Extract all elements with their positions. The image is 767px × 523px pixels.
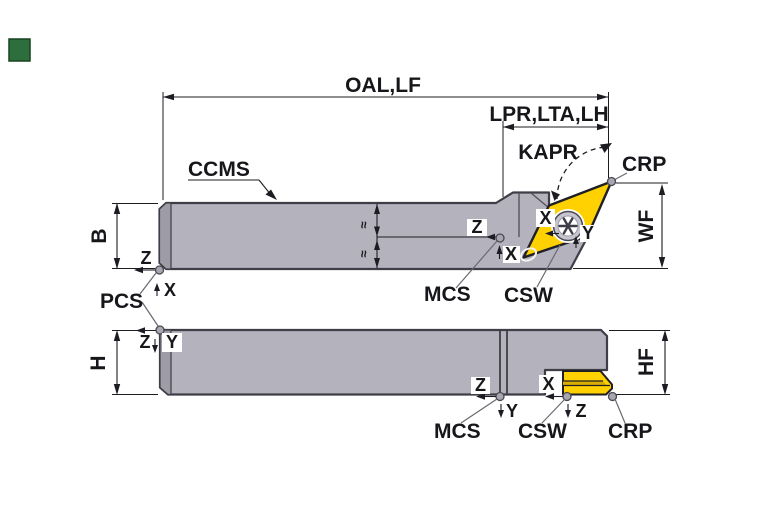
corner-radius-mark bbox=[519, 247, 538, 262]
label-box bbox=[162, 333, 182, 352]
z-axis-arrow bbox=[565, 410, 571, 418]
arrowhead bbox=[113, 258, 121, 269]
bottom-view: H HF Z Y Z Y MCS X Z bbox=[87, 325, 670, 443]
y-axis-arrow bbox=[498, 410, 504, 418]
label-crp-top: CRP bbox=[622, 153, 666, 176]
z-axis-arrow bbox=[486, 233, 495, 241]
arrowhead bbox=[163, 93, 174, 101]
crp-point bbox=[607, 391, 618, 402]
mcs-leader bbox=[455, 240, 498, 289]
pcs-callout: PCS Z X bbox=[100, 248, 179, 327]
arrowhead bbox=[658, 184, 666, 195]
axis-z-csw-bottom: Z bbox=[576, 401, 587, 421]
x-axis-arrow bbox=[545, 230, 553, 237]
label-box bbox=[536, 209, 555, 227]
pcs-point-top bbox=[154, 265, 165, 275]
top-view: OAL,LF LPR,LTA,LH KAPR CCMS B bbox=[88, 74, 668, 307]
csw-leader bbox=[536, 244, 561, 288]
approx-mark-upper: ≈ bbox=[356, 221, 371, 228]
axis-x-pcs-top: X bbox=[164, 280, 176, 300]
label-mcs-bottom: MCS bbox=[434, 420, 481, 443]
arrowhead bbox=[551, 190, 560, 201]
x-axis-arrow bbox=[545, 393, 554, 400]
approx-mark-lower: ≈ bbox=[356, 250, 371, 257]
arrowhead bbox=[503, 123, 514, 131]
arrowhead bbox=[597, 93, 608, 101]
arrowhead bbox=[374, 240, 380, 250]
label-box bbox=[136, 334, 154, 351]
label-ccms: CCMS bbox=[188, 158, 250, 181]
arrowhead bbox=[374, 226, 380, 237]
torx-star-icon bbox=[558, 217, 578, 235]
arrowhead bbox=[113, 203, 121, 214]
label-box bbox=[471, 377, 490, 394]
z-axis-arrow bbox=[476, 393, 485, 400]
axis-x-insert: X bbox=[539, 208, 551, 228]
x-axis-arrow bbox=[154, 283, 160, 291]
crp-leader bbox=[613, 172, 628, 181]
label-box bbox=[161, 282, 179, 298]
label-b: B bbox=[88, 228, 111, 243]
shank-end-face bbox=[158, 202, 172, 270]
label-box bbox=[467, 219, 487, 236]
axis-x-top-mcs: X bbox=[505, 244, 517, 264]
crp-leader bbox=[614, 398, 626, 424]
csw-leader bbox=[541, 398, 566, 424]
arrowhead bbox=[113, 384, 121, 395]
label-h: H bbox=[87, 355, 110, 370]
label-mcs-top: MCS bbox=[424, 283, 471, 306]
pocket-edge-line bbox=[530, 192, 550, 209]
pcs-leader-up bbox=[139, 272, 157, 295]
crp-point bbox=[606, 176, 617, 187]
insert-band bbox=[563, 381, 607, 386]
z-axis-arrow bbox=[134, 266, 143, 274]
label-box bbox=[580, 225, 597, 242]
label-oal-lf: OAL,LF bbox=[345, 74, 421, 97]
axis-z-pcs-bottom: Z bbox=[140, 332, 151, 352]
axis-z-mcs-bottom: Z bbox=[475, 375, 486, 395]
z-axis-arrow bbox=[136, 327, 145, 334]
label-box bbox=[503, 246, 520, 263]
axis-x-csw-bottom: X bbox=[542, 374, 554, 394]
axis-y-mcs-bottom: Y bbox=[506, 401, 518, 421]
pcs-leader-down bbox=[141, 301, 159, 327]
x-axis-arrow bbox=[496, 245, 503, 254]
green-marker-square bbox=[8, 38, 31, 62]
label-crp-bottom: CRP bbox=[608, 420, 652, 443]
arrowhead bbox=[113, 330, 121, 341]
label-csw-top: CSW bbox=[504, 284, 553, 307]
arrowhead bbox=[661, 330, 669, 341]
pcs-point-bottom bbox=[155, 325, 165, 335]
arrowhead bbox=[374, 258, 380, 268]
label-box bbox=[539, 375, 558, 393]
y-axis-arrow bbox=[573, 236, 579, 244]
arrowhead bbox=[265, 189, 277, 200]
axis-z-top-mcs: Z bbox=[472, 217, 483, 237]
label-hf: HF bbox=[635, 348, 658, 376]
mcs-point bbox=[495, 233, 505, 243]
label-pcs: PCS bbox=[100, 290, 143, 313]
mcs-leader bbox=[460, 398, 498, 424]
mcs-point bbox=[495, 391, 505, 402]
label-kapr: KAPR bbox=[518, 141, 578, 164]
arrowhead bbox=[661, 384, 669, 395]
kapr-arc bbox=[556, 146, 610, 200]
arrowhead bbox=[600, 143, 612, 153]
arrowhead bbox=[658, 257, 666, 268]
label-wf: WF bbox=[635, 210, 658, 243]
label-lpr-lta-lh: LPR,LTA,LH bbox=[489, 103, 608, 126]
arrowhead bbox=[374, 204, 380, 214]
y-axis-arrow bbox=[152, 345, 158, 353]
axis-y-insert: Y bbox=[582, 223, 594, 243]
arrowhead bbox=[597, 123, 608, 131]
axis-z-pcs-top: Z bbox=[141, 248, 152, 268]
axis-y-pcs-bottom: Y bbox=[166, 332, 178, 352]
label-csw-bottom: CSW bbox=[518, 420, 567, 443]
